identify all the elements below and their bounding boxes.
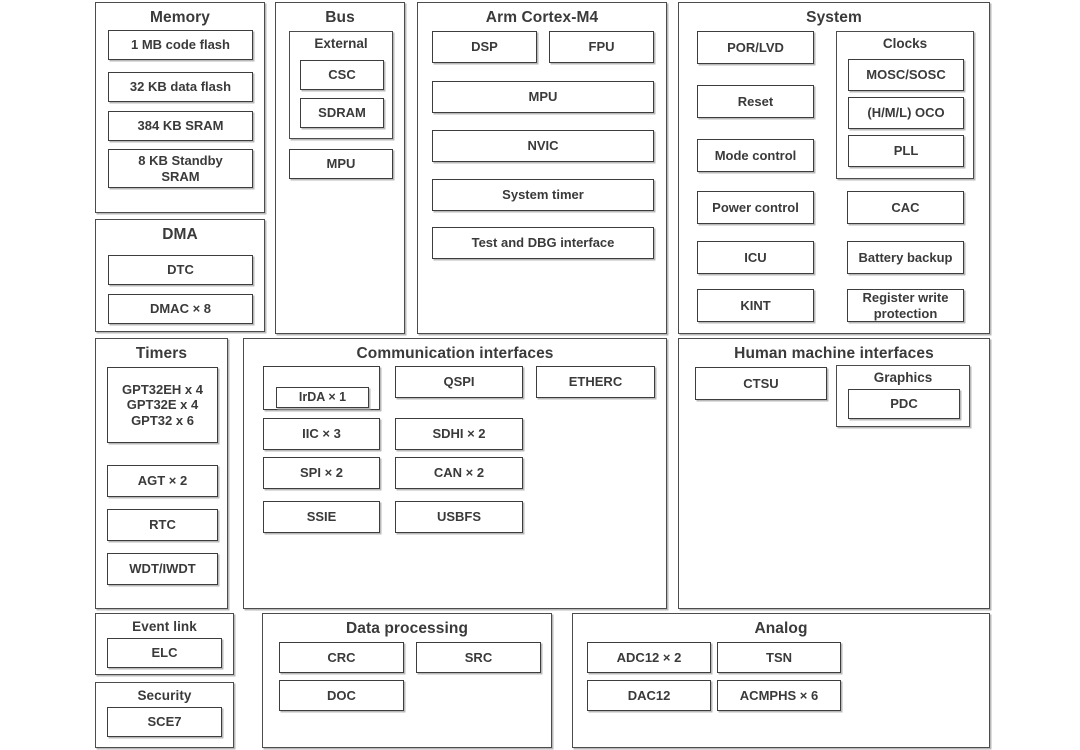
panel-cortex-m4-title: Arm Cortex-M4 (485, 9, 599, 26)
block-iic: IIC × 3 (263, 418, 380, 450)
subgroup-external-title: External (314, 36, 368, 51)
panel-bus-title: Bus (325, 9, 355, 26)
block-ssie: SSIE (263, 501, 380, 533)
block-por-lvd: POR/LVD (697, 31, 814, 64)
subgroup-external: External CSC SDRAM (289, 31, 393, 139)
block-sci: SCI × 10 IrDA × 1 (263, 366, 380, 410)
panel-timers-title: Timers (135, 345, 188, 362)
panel-cortex-m4: Arm Cortex-M4 DSP FPU MPU NVIC System ti… (417, 2, 667, 334)
block-crc: CRC (279, 642, 404, 673)
block-hml-oco: (H/M/L) OCO (848, 97, 964, 129)
block-acmphs: ACMPHS × 6 (717, 680, 841, 711)
block-data-flash: 32 KB data flash (108, 72, 253, 102)
panel-data-processing: Data processing CRC SRC DOC (262, 613, 552, 748)
block-dtc: DTC (108, 255, 253, 285)
block-register-write-protection: Register write protection (847, 289, 964, 322)
block-ctsu: CTSU (695, 367, 827, 400)
block-system-timer: System timer (432, 179, 654, 211)
subgroup-clocks-title: Clocks (882, 36, 928, 51)
block-test-dbg-interface: Test and DBG interface (432, 227, 654, 259)
block-cortex-mpu: MPU (432, 81, 654, 113)
subgroup-graphics-title: Graphics (873, 370, 933, 385)
block-power-control: Power control (697, 191, 814, 224)
block-icu: ICU (697, 241, 814, 274)
panel-security-title: Security (137, 688, 192, 703)
panel-human-machine-interfaces-title: Human machine interfaces (734, 345, 934, 362)
panel-analog: Analog ADC12 × 2 TSN DAC12 ACMPHS × 6 (572, 613, 990, 748)
panel-system-title: System (806, 9, 862, 26)
block-tsn: TSN (717, 642, 841, 673)
block-etherc: ETHERC (536, 366, 655, 398)
block-bus-mpu: MPU (289, 149, 393, 179)
block-usbfs: USBFS (395, 501, 523, 533)
block-mode-control: Mode control (697, 139, 814, 172)
block-doc: DOC (279, 680, 404, 711)
block-dsp: DSP (432, 31, 537, 63)
block-dac12: DAC12 (587, 680, 711, 711)
block-elc: ELC (107, 638, 222, 668)
panel-timers: Timers GPT32EH x 4 GPT32E x 4 GPT32 x 6 … (95, 338, 228, 609)
panel-communication-interfaces: Communication interfaces SCI × 10 IrDA ×… (243, 338, 667, 609)
block-code-flash: 1 MB code flash (108, 30, 253, 60)
panel-memory: Memory 1 MB code flash 32 KB data flash … (95, 2, 265, 213)
block-rtc: RTC (107, 509, 218, 541)
block-mosc-sosc: MOSC/SOSC (848, 59, 964, 91)
block-nvic: NVIC (432, 130, 654, 162)
block-wdt-iwdt: WDT/IWDT (107, 553, 218, 585)
panel-event-link: Event link ELC (95, 613, 234, 675)
block-sram: 384 KB SRAM (108, 111, 253, 141)
block-pll: PLL (848, 135, 964, 167)
block-src: SRC (416, 642, 541, 673)
block-kint: KINT (697, 289, 814, 322)
block-sce7: SCE7 (107, 707, 222, 737)
panel-system: System POR/LVD Reset Mode control Power … (678, 2, 990, 334)
panel-communication-interfaces-title: Communication interfaces (356, 345, 554, 362)
block-qspi: QSPI (395, 366, 523, 398)
panel-human-machine-interfaces: Human machine interfaces CTSU Graphics P… (678, 338, 990, 609)
block-reset: Reset (697, 85, 814, 118)
block-pdc: PDC (848, 389, 960, 419)
panel-bus: Bus External CSC SDRAM MPU (275, 2, 405, 334)
panel-security: Security SCE7 (95, 682, 234, 748)
block-can: CAN × 2 (395, 457, 523, 489)
block-cac: CAC (847, 191, 964, 224)
panel-event-link-title: Event link (132, 619, 197, 634)
block-sdhi: SDHI × 2 (395, 418, 523, 450)
panel-data-processing-title: Data processing (345, 620, 469, 637)
block-irda: IrDA × 1 (276, 387, 369, 408)
panel-memory-title: Memory (149, 9, 211, 26)
panel-dma: DMA DTC DMAC × 8 (95, 219, 265, 332)
block-standby-sram: 8 KB Standby SRAM (108, 149, 253, 188)
block-spi: SPI × 2 (263, 457, 380, 489)
panel-analog-title: Analog (754, 620, 808, 637)
subgroup-graphics: Graphics PDC (836, 365, 970, 427)
panel-dma-title: DMA (162, 226, 198, 243)
block-sdram: SDRAM (300, 98, 384, 128)
block-dmac: DMAC × 8 (108, 294, 253, 324)
block-agt: AGT × 2 (107, 465, 218, 497)
block-fpu: FPU (549, 31, 654, 63)
block-csc: CSC (300, 60, 384, 90)
block-battery-backup: Battery backup (847, 241, 964, 274)
block-gpt-timers: GPT32EH x 4 GPT32E x 4 GPT32 x 6 (107, 367, 218, 443)
block-adc12: ADC12 × 2 (587, 642, 711, 673)
subgroup-clocks: Clocks MOSC/SOSC (H/M/L) OCO PLL (836, 31, 974, 179)
